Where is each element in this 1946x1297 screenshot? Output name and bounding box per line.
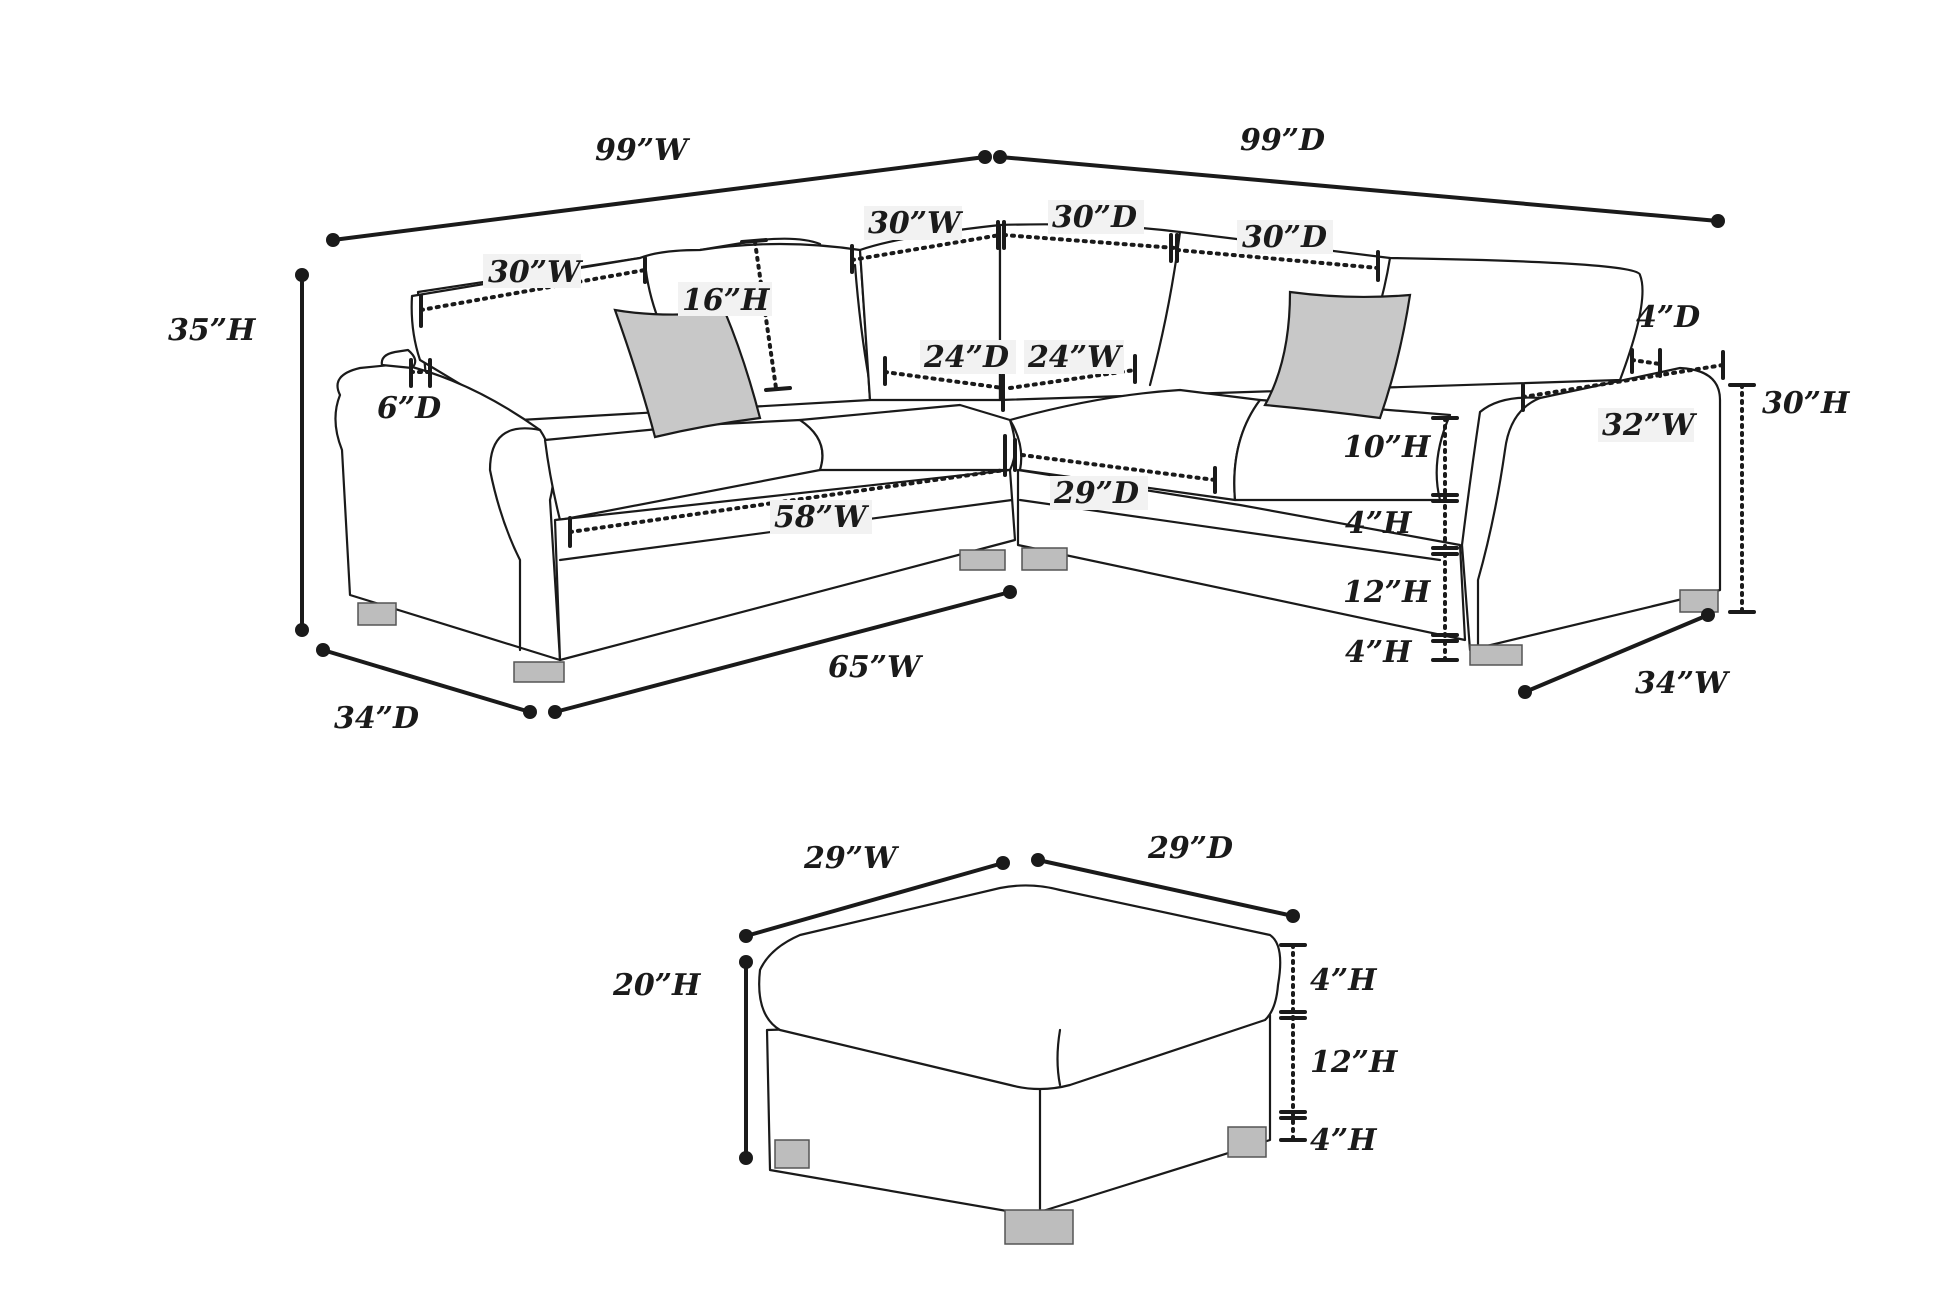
label-ottoman-base-height: 12”H (1310, 1045, 1399, 1080)
label-overall-depth: 99”D (1240, 123, 1325, 158)
label-back-seat-width-left: 30”W (488, 255, 584, 290)
label-ottoman-cushion-height: 4”H (1310, 963, 1378, 998)
label-leg-height: 4”H (1345, 635, 1413, 670)
ottoman-dimension-lines (739, 853, 1307, 1165)
sectional-labels: 99”W 99”D 35”H 30”W 30”W 30”D 30”D 16”H … (168, 123, 1851, 736)
ottoman-leg-left (774, 1139, 810, 1169)
ottoman-cushion (758, 884, 1282, 1091)
right-base-front (1016, 468, 1467, 642)
leg-right-back (1679, 589, 1719, 613)
ottoman-leg-right (1227, 1126, 1267, 1158)
label-back-seat-width-mid: 30”W (868, 206, 964, 241)
label-back-height: 16”H (682, 283, 771, 318)
label-arm-depth-right: 4”D (1636, 300, 1700, 335)
label-seat-width: 58”W (774, 500, 870, 535)
label-corner-depth-b: 24”D (923, 340, 1009, 375)
label-ottoman-depth: 29”D (1147, 831, 1233, 866)
label-left-depth: 34”D (334, 701, 419, 736)
label-ottoman-height: 20”H (612, 968, 702, 1003)
label-corner-width: 24”W (1027, 340, 1124, 375)
label-arm-height: 30”H (1762, 386, 1851, 421)
left-base-front (553, 468, 1017, 662)
ottoman-leg-front (1004, 1209, 1074, 1245)
label-overall-width: 99”W (595, 133, 691, 168)
leg-left-mid (513, 661, 565, 683)
ottoman-labels: 29”W 29”D 20”H 4”H 12”H 4”H (612, 831, 1399, 1158)
label-back-seat-depth-right: 30”D (1242, 220, 1327, 255)
label-front-width: 65”W (828, 650, 924, 685)
leg-left-front (357, 602, 397, 626)
left-seat-cushion-2 (798, 403, 1017, 472)
label-arm-depth-left: 6”D (377, 391, 441, 426)
label-right-width: 34”W (1635, 666, 1731, 701)
label-base-height: 12”H (1343, 575, 1432, 610)
leg-corner-b (1021, 547, 1068, 571)
label-cushion-thickness: 4”H (1345, 506, 1413, 541)
label-ottoman-width: 29”W (803, 841, 900, 876)
label-corner-depth-a: 30”D (1052, 200, 1137, 235)
label-overall-height: 35”H (168, 313, 257, 348)
label-ottoman-leg-height: 4”H (1310, 1123, 1378, 1158)
leg-corner-a (959, 549, 1006, 571)
label-arm-width: 32”W (1602, 408, 1698, 443)
right-pillow (1263, 290, 1412, 420)
ottoman-drawing (758, 884, 1282, 1245)
sectional-sofa-drawing (334, 223, 1722, 683)
label-seat-depth: 29”D (1053, 476, 1139, 511)
label-cushion-height: 10”H (1343, 430, 1432, 465)
leg-right-mid (1469, 644, 1523, 666)
